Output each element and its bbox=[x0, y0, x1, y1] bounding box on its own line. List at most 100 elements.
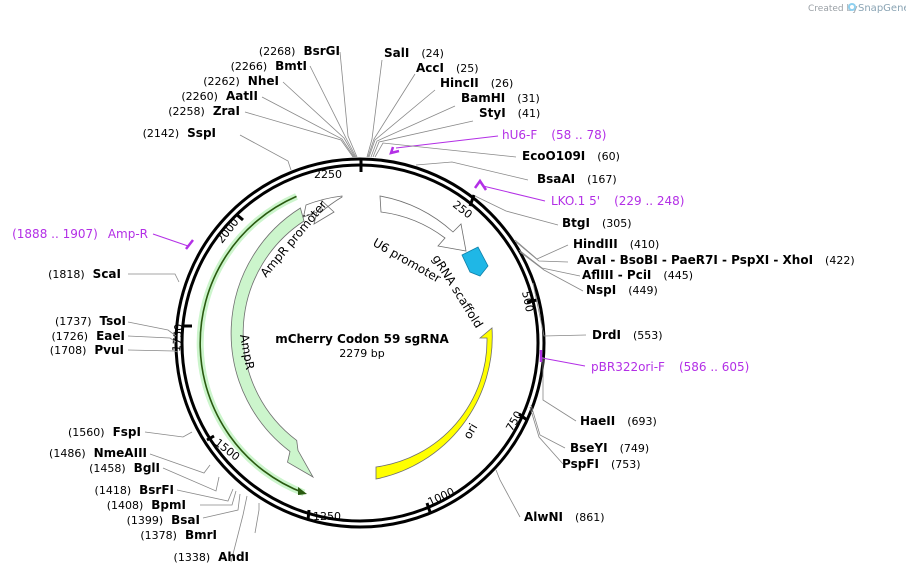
primer-leader-lines bbox=[152, 135, 586, 367]
site-name: NmeAIII bbox=[94, 446, 147, 460]
site-position: (749) bbox=[620, 442, 650, 455]
site-name: HindIII bbox=[573, 237, 618, 251]
site-position: (1737) bbox=[55, 315, 92, 328]
tick-label-1000: 1000 bbox=[426, 485, 457, 509]
site-position: (2266) bbox=[231, 60, 268, 73]
primer-range: (58 .. 78) bbox=[551, 128, 606, 142]
site-position: (445) bbox=[663, 269, 693, 282]
feature-ampr-outline bbox=[199, 195, 305, 494]
site-position: (861) bbox=[575, 511, 605, 524]
site-position: (2268) bbox=[259, 45, 296, 58]
site-position: (753) bbox=[611, 458, 641, 471]
site-name: HincII bbox=[440, 76, 479, 90]
feature-u6-promoter bbox=[379, 195, 467, 252]
site-position: (449) bbox=[628, 284, 658, 297]
site-name: HaeII bbox=[580, 414, 615, 428]
tick-label-1750: 1750 bbox=[170, 323, 185, 352]
site-name: BsrFI bbox=[139, 483, 174, 497]
primer-marks bbox=[185, 146, 543, 362]
site-position: (1458) bbox=[89, 462, 126, 475]
site-position: (1408) bbox=[107, 499, 144, 512]
site-name: SspI bbox=[187, 126, 216, 140]
site-name: AccI bbox=[416, 61, 444, 75]
feature-ori bbox=[375, 327, 493, 480]
site-position: (31) bbox=[517, 92, 540, 105]
site-position: (167) bbox=[587, 173, 617, 186]
site-position: (60) bbox=[597, 150, 620, 163]
site-leader-lines bbox=[127, 51, 587, 563]
tick-label-500: 500 bbox=[519, 290, 536, 313]
site-position: (1708) bbox=[50, 344, 87, 357]
features bbox=[196, 193, 493, 497]
primer-name: LKO.1 5' bbox=[551, 194, 600, 208]
site-position: (1726) bbox=[52, 330, 89, 343]
primer-labels: hU6-F (58 .. 78) LKO.1 5' (229 .. 248) pBR32… bbox=[12, 128, 749, 374]
site-name: BsaI bbox=[171, 513, 200, 527]
site-position: (1418) bbox=[95, 484, 132, 497]
feature-ampr-outline-head bbox=[298, 487, 307, 495]
site-labels: SalI (24)AccI (25)HincII (26)BamHI (31) StyI (… bbox=[48, 44, 855, 564]
site-position: (2260) bbox=[181, 90, 218, 103]
site-name: PvuI bbox=[94, 343, 124, 357]
site-name: BsaAI bbox=[537, 172, 575, 186]
site-name: BsrGI bbox=[303, 44, 340, 58]
snapgene-logo-icon bbox=[848, 3, 856, 11]
site-position: (26) bbox=[491, 77, 514, 90]
site-name: EcoO109I bbox=[522, 149, 585, 163]
site-position: (553) bbox=[633, 329, 663, 342]
site-name: NheI bbox=[248, 74, 279, 88]
site-position: (410) bbox=[630, 238, 660, 251]
primer-name: hU6-F bbox=[502, 128, 537, 142]
site-name: BseYI bbox=[570, 441, 608, 455]
tick-label-1250: 1250 bbox=[313, 510, 341, 523]
site-name: TsoI bbox=[100, 314, 126, 328]
site-name: ScaI bbox=[93, 267, 121, 281]
primer-range: (229 .. 248) bbox=[614, 194, 684, 208]
feature-grna-scaffold bbox=[461, 246, 489, 277]
site-name: StyI bbox=[479, 106, 506, 120]
site-name: BmtI bbox=[275, 59, 307, 73]
site-position: (1399) bbox=[127, 514, 164, 527]
site-position: (41) bbox=[518, 107, 541, 120]
site-name: AhdI bbox=[218, 550, 249, 564]
site-name: BpmI bbox=[151, 498, 186, 512]
site-position: (24) bbox=[421, 47, 444, 60]
tick-label-2250: 2250 bbox=[314, 168, 342, 181]
primer-range: (586 .. 605) bbox=[679, 360, 749, 374]
feature-label-ori: ori bbox=[460, 421, 480, 442]
site-position: (25) bbox=[456, 62, 479, 75]
feature-ampr bbox=[230, 207, 315, 479]
primer-name: pBR322ori-F bbox=[591, 360, 665, 374]
site-name: NspI bbox=[586, 283, 616, 297]
site-name: PspFI bbox=[562, 457, 599, 471]
site-position: (1818) bbox=[48, 268, 85, 281]
site-position: (2262) bbox=[203, 75, 240, 88]
site-position: (2142) bbox=[143, 127, 180, 140]
site-name: AatII bbox=[226, 89, 258, 103]
site-name: FspI bbox=[113, 425, 141, 439]
primer-name: Amp-R bbox=[108, 227, 148, 241]
site-name: BmrI bbox=[185, 528, 217, 542]
primer-range: (1888 .. 1907) bbox=[12, 227, 98, 241]
site-position: (1560) bbox=[68, 426, 105, 439]
site-name: AvaI - BsoBI - PaeR7I - PspXI - XhoI bbox=[577, 253, 813, 267]
feature-label-ampr: AmpR bbox=[237, 333, 257, 371]
site-position: (1486) bbox=[49, 447, 86, 460]
plasmid-name: mCherry Codon 59 sgRNA bbox=[275, 332, 449, 346]
site-position: (2258) bbox=[168, 105, 205, 118]
site-position: (422) bbox=[825, 254, 855, 267]
site-name: BtgI bbox=[562, 216, 590, 230]
feature-ampr-promoter bbox=[302, 195, 343, 225]
site-position: (305) bbox=[602, 217, 632, 230]
site-name: DrdI bbox=[592, 328, 621, 342]
credit-prefix: Created by bbox=[808, 4, 858, 14]
credit-brand: SnapGene bbox=[858, 3, 906, 14]
site-name: BamHI bbox=[461, 91, 505, 105]
site-name: SalI bbox=[384, 46, 409, 60]
site-position: (693) bbox=[627, 415, 657, 428]
site-name: AflIII - PciI bbox=[582, 268, 651, 282]
site-name: BglI bbox=[134, 461, 160, 475]
site-position: (1378) bbox=[140, 529, 177, 542]
tick-marks bbox=[182, 159, 538, 521]
